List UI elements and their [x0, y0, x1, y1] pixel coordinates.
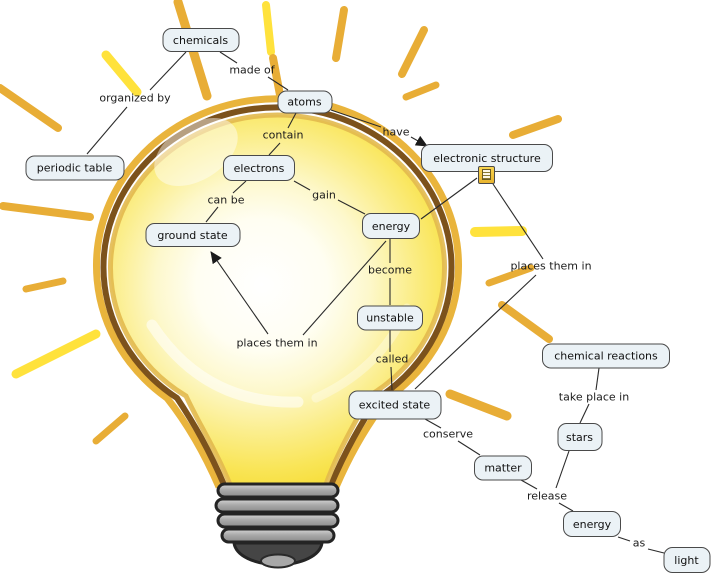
concept-node-energy-2[interactable]: energy — [563, 511, 621, 537]
concept-node-stars[interactable]: stars — [557, 423, 602, 451]
linking-phrase-can-be[interactable]: can be — [207, 193, 245, 207]
concept-node-energy[interactable]: energy — [362, 213, 420, 239]
linking-phrase-called[interactable]: called — [375, 352, 409, 366]
connection-line[interactable] — [86, 106, 128, 155]
connection-line[interactable] — [558, 502, 574, 512]
concept-node-unstable[interactable]: unstable — [357, 305, 423, 330]
connection-line[interactable] — [268, 142, 281, 156]
concept-node-periodic-table[interactable]: periodic table — [25, 155, 124, 180]
connection-line[interactable] — [337, 199, 366, 215]
linking-phrase-have[interactable]: have — [382, 125, 410, 139]
connection-line[interactable] — [647, 548, 665, 554]
concept-node-light[interactable]: light — [663, 547, 710, 573]
linking-phrase-as[interactable]: as — [632, 536, 646, 550]
concept-node-chemicals[interactable]: chemicals — [162, 28, 239, 52]
linking-phrase-contain[interactable]: contain — [262, 128, 304, 142]
connection-line[interactable] — [492, 183, 544, 260]
connection-line[interactable] — [267, 76, 289, 91]
connection-line[interactable] — [302, 240, 387, 336]
connection-line[interactable] — [595, 367, 600, 391]
connection-line[interactable] — [457, 440, 481, 456]
linking-phrase-places-them-in-right[interactable]: places them in — [510, 259, 592, 273]
linking-phrase-organized-by[interactable]: organized by — [99, 91, 171, 105]
concept-node-chemical-reactions[interactable]: chemical reactions — [542, 343, 670, 368]
connection-line[interactable] — [579, 403, 590, 424]
connection-line[interactable] — [219, 51, 238, 64]
resource-icon[interactable] — [478, 166, 495, 184]
light-rays — [0, 0, 562, 445]
connection-line[interactable] — [205, 206, 219, 223]
connection-line[interactable] — [232, 180, 247, 194]
concept-node-atoms[interactable]: atoms — [277, 90, 332, 113]
linking-phrase-take-place-in[interactable]: take place in — [558, 390, 630, 404]
connection-line[interactable] — [330, 109, 382, 128]
connection-line[interactable] — [414, 274, 537, 390]
concept-node-excited-state[interactable]: excited state — [348, 390, 441, 419]
linking-phrase-conserve[interactable]: conserve — [422, 427, 474, 441]
connection-line[interactable] — [424, 418, 442, 429]
connection-line[interactable] — [420, 177, 478, 220]
connection-line[interactable] — [287, 112, 297, 129]
linking-phrase-made-of[interactable]: made of — [229, 63, 275, 77]
concept-node-electrons[interactable]: electrons — [223, 155, 295, 181]
connection-line[interactable] — [617, 536, 631, 542]
connection-line[interactable] — [210, 251, 269, 335]
linking-phrase-become[interactable]: become — [367, 263, 413, 277]
concept-node-ground-state[interactable]: ground state — [145, 223, 240, 247]
connection-line[interactable] — [149, 51, 187, 91]
connection-line[interactable] — [555, 450, 570, 489]
connection-line[interactable] — [390, 366, 393, 391]
concept-node-matter[interactable]: matter — [474, 455, 532, 480]
connection-line[interactable] — [520, 479, 538, 490]
linking-phrase-places-them-in-left[interactable]: places them in — [236, 336, 318, 350]
bulb-base — [214, 482, 340, 569]
linking-phrase-release[interactable]: release — [526, 489, 568, 503]
linking-phrase-gain[interactable]: gain — [312, 188, 336, 202]
connection-line[interactable] — [293, 180, 311, 191]
